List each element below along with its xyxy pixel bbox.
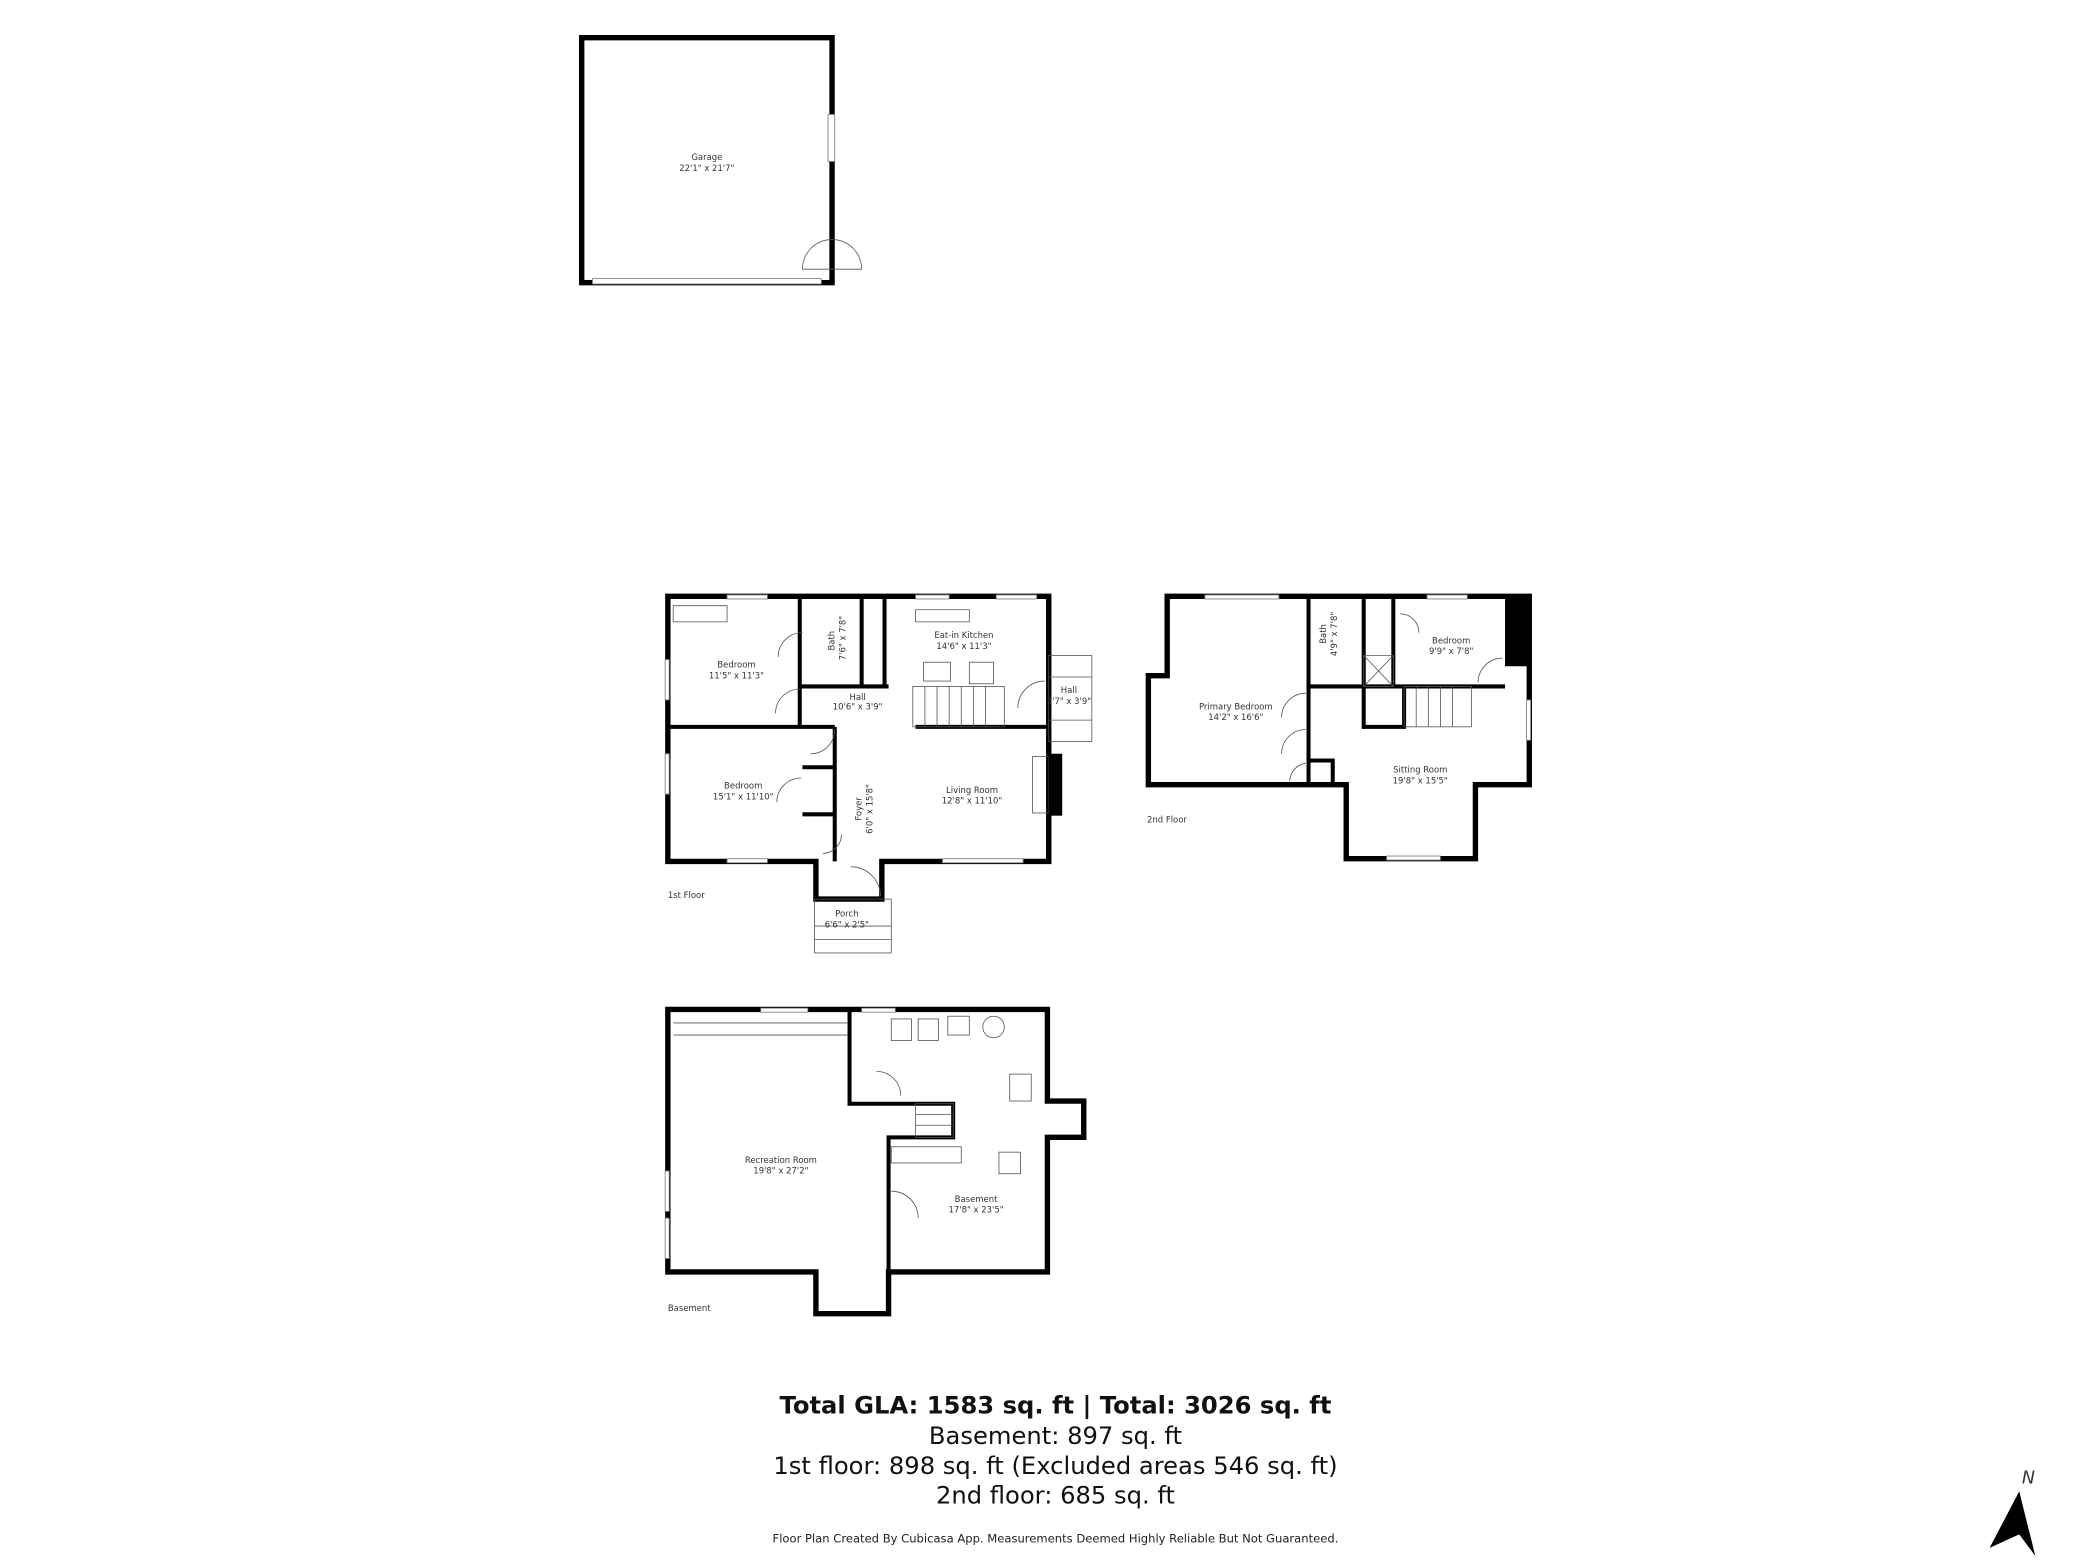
total-gla: Total GLA: 1583 sq. ft | Total: 3026 sq.… [780, 1391, 1332, 1419]
room-dims: 14'2" x 16'6" [1208, 712, 1263, 722]
room-dims: 3'7" x 3'9" [1047, 696, 1091, 706]
room-name: Recreation Room [745, 1155, 817, 1165]
room-dims: 17'8" x 23'5" [948, 1205, 1003, 1215]
stairs [915, 1103, 954, 1138]
floor-label: 2nd Floor [1147, 814, 1187, 824]
stairs [912, 686, 1005, 728]
room-dims: 6'0" x 15'8" [864, 784, 874, 834]
room-dims: 11'5" x 11'3" [709, 670, 764, 680]
disclaimer: Floor Plan Created By Cubicasa App. Meas… [773, 1532, 1339, 1546]
room-name: Bedroom [724, 781, 762, 791]
room-dims: 4'9" x 7'8" [1329, 612, 1339, 656]
door-icon [832, 239, 863, 270]
room-dims: 19'8" x 15'5" [1393, 775, 1448, 785]
room-dims: 7'6" x 7'8" [838, 616, 848, 660]
stairs [1403, 686, 1472, 728]
room-name: Foyer [854, 797, 864, 821]
floor-label: 1st Floor [668, 890, 705, 900]
north-arrow-icon: N [1989, 1468, 2036, 1556]
room-name: Hall [1061, 685, 1077, 695]
room-dims: 22'1" x 21'7" [679, 163, 734, 173]
room-dims: 10'6" x 3'9" [833, 701, 883, 711]
first-floor-area: 1st floor: 898 sq. ft (Excluded areas 54… [773, 1452, 1337, 1480]
room-dims: 15'1" x 11'10" [713, 792, 774, 802]
room-dims: 12'8" x 11'10" [942, 796, 1003, 806]
room-name: Bath [827, 631, 837, 651]
room-name: Basement [955, 1194, 998, 1204]
second-floor-plan: Primary Bedroom 14'2" x 16'6" Bath 4'9" … [1145, 593, 1532, 862]
basement-area: Basement: 897 sq. ft [929, 1422, 1182, 1450]
area-summary: Total GLA: 1583 sq. ft | Total: 3026 sq.… [773, 1391, 1337, 1509]
room-name: Eat-in Kitchen [934, 630, 993, 640]
room-name: Hall [849, 692, 865, 702]
door-icon [1281, 613, 1503, 781]
door-icon [876, 1071, 919, 1219]
room-name: Bedroom [717, 660, 755, 670]
basement-plan: Recreation Room 19'8" x 27'2" Basement 1… [664, 1006, 1087, 1317]
room-name: Bedroom [1432, 635, 1470, 645]
room-dims: 6'6" x 2'5" [825, 919, 869, 929]
garage-plan: Garage 22'1" x 21'7" [578, 34, 863, 286]
room-name: Living Room [946, 785, 998, 795]
room-name: Porch [835, 909, 858, 919]
first-floor-plan: Bedroom 11'5" x 11'3" Bath 7'6" x 7'8" E… [664, 593, 1093, 954]
room-name: Primary Bedroom [1199, 701, 1273, 711]
second-floor-area: 2nd floor: 685 sq. ft [936, 1481, 1175, 1509]
floor-label: Basement [668, 1303, 711, 1313]
room-dims: 19'8" x 27'2" [753, 1166, 808, 1176]
door-icon [775, 632, 1045, 897]
room-name: Sitting Room [1393, 765, 1447, 775]
compass-label: N [2022, 1468, 2035, 1488]
room-dims: 14'6" x 11'3" [936, 641, 991, 651]
room-dims: 9'9" x 7'8" [1429, 646, 1473, 656]
room-name: Bath [1318, 624, 1328, 644]
room-name: Garage [691, 152, 722, 162]
